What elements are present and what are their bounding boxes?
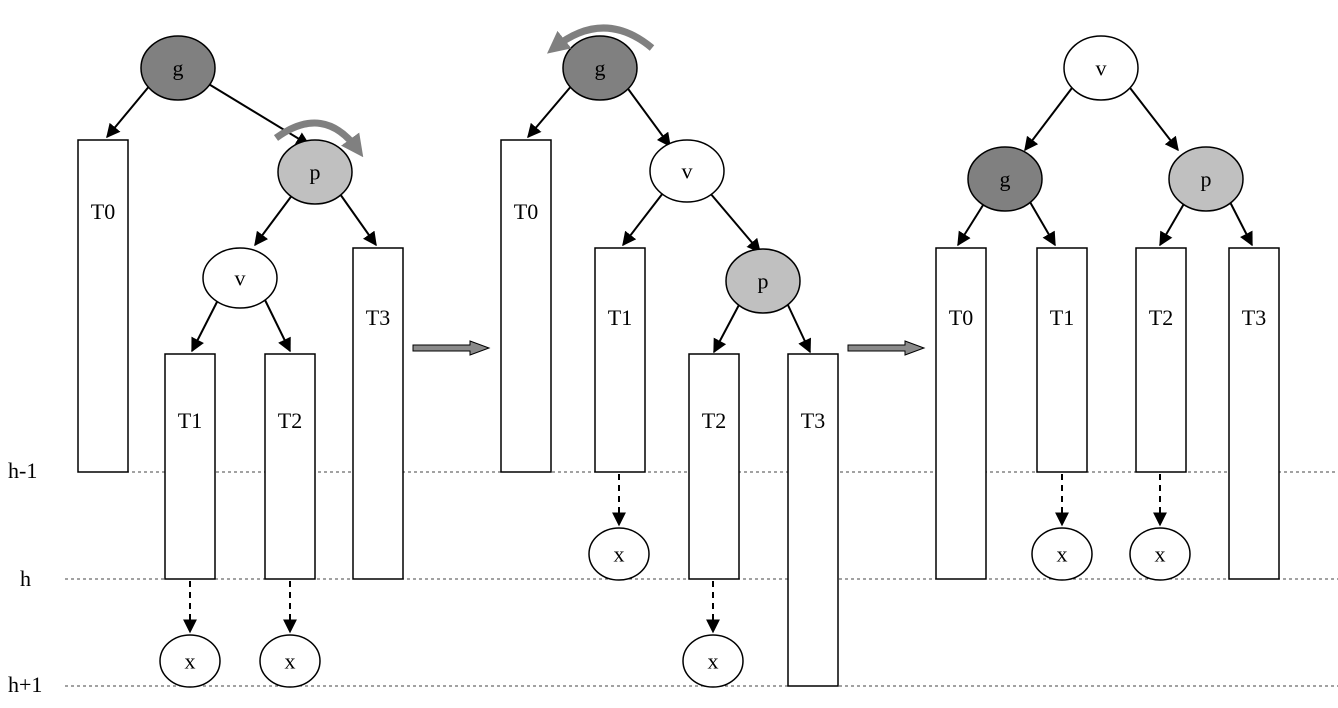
edge-p-t3 (786, 302, 811, 354)
edge-g-t0 (106, 83, 152, 139)
node-p (725, 248, 801, 314)
level-label-h+1: h+1 (8, 672, 42, 697)
node-label-x-1: x (614, 542, 625, 567)
subtree-t1 (594, 247, 646, 473)
subtree-t2 (1135, 247, 1187, 473)
edge-v-t2 (264, 299, 291, 353)
subtree-t3 (352, 247, 404, 580)
node-p (277, 139, 353, 205)
edge-v-p (709, 192, 761, 254)
subtree-label-t0: T0 (949, 305, 973, 330)
level-label-h: h (20, 566, 31, 591)
subtree-label-t1: T1 (1050, 305, 1074, 330)
rotation-arrow-icon (547, 24, 655, 54)
node-label-v: v (235, 266, 246, 291)
edge-v-t1 (191, 299, 219, 353)
edge-p-t2 (713, 302, 741, 354)
edge-p-v (254, 193, 294, 247)
subtree-label-t1: T1 (608, 305, 632, 330)
transition-arrow-icon (412, 340, 491, 356)
level-labels: h-1 h h+1 (8, 458, 42, 697)
subtree-label-t2: T2 (1149, 305, 1173, 330)
subtree-label-t1: T1 (178, 408, 202, 433)
node-v (649, 139, 725, 203)
subtree-t0 (935, 247, 987, 580)
subtree-t2 (688, 353, 740, 580)
subtree-label-t3: T3 (1242, 305, 1266, 330)
edge-p-t3 (339, 193, 377, 247)
edge-v-t1 (622, 192, 664, 247)
node-g (562, 35, 638, 101)
stage-2: T0 T1 T2 T3 g v p x x (500, 24, 839, 688)
level-label-h-1: h-1 (8, 458, 37, 483)
transition-arrow-icon (847, 340, 926, 356)
node-label-x-2: x (708, 649, 719, 674)
node-g (140, 35, 216, 101)
stage-3: T0 T1 T2 T3 v g p x x (935, 35, 1280, 581)
subtree-label-t3: T3 (366, 305, 390, 330)
node-label-v: v (682, 159, 693, 184)
rotation-arrow-icon (273, 119, 364, 158)
edge-v-g (1024, 83, 1076, 152)
subtree-label-t3: T3 (801, 408, 825, 433)
node-label-g: g (595, 56, 606, 81)
subtree-t0 (77, 139, 129, 473)
edge-p-t3 (1229, 201, 1253, 247)
node-label-x-1: x (185, 649, 196, 674)
node-label-x-2: x (285, 649, 296, 674)
subtree-t3 (1228, 247, 1280, 580)
subtree-t2 (264, 353, 316, 580)
subtree-t3 (787, 353, 839, 687)
edge-p-t2 (1159, 201, 1186, 247)
node-label-p: p (1201, 167, 1212, 192)
subtree-label-t2: T2 (278, 408, 302, 433)
node-label-g: g (1000, 167, 1011, 192)
node-v (202, 247, 278, 309)
stage-1: T0 T1 T2 T3 g p v x x (77, 35, 404, 688)
node-x-1 (1031, 527, 1093, 581)
node-x-2 (1129, 527, 1191, 581)
subtree-t0 (500, 139, 552, 473)
edge-g-t1 (1029, 201, 1056, 247)
node-label-x-1: x (1057, 542, 1068, 567)
node-x-2 (682, 634, 744, 688)
edge-v-p (1126, 83, 1179, 152)
subtree-label-t0: T0 (514, 199, 538, 224)
edge-g-t0 (957, 201, 986, 247)
edge-g-t0 (527, 83, 574, 139)
edge-g-p (206, 82, 311, 146)
node-label-v: v (1096, 56, 1107, 81)
node-label-g: g (173, 56, 184, 81)
node-label-p: p (310, 160, 321, 185)
node-x-1 (159, 634, 221, 688)
node-x-2 (259, 634, 321, 688)
subtree-t1 (164, 353, 216, 580)
subtree-label-t0: T0 (91, 199, 115, 224)
node-v (1063, 35, 1139, 101)
node-x-1 (588, 527, 650, 581)
node-p (1168, 146, 1244, 212)
subtree-label-t2: T2 (702, 408, 726, 433)
subtree-t1 (1036, 247, 1088, 473)
node-g (967, 146, 1043, 212)
node-label-p: p (758, 269, 769, 294)
edge-g-v (625, 85, 671, 148)
node-label-x-2: x (1155, 542, 1166, 567)
